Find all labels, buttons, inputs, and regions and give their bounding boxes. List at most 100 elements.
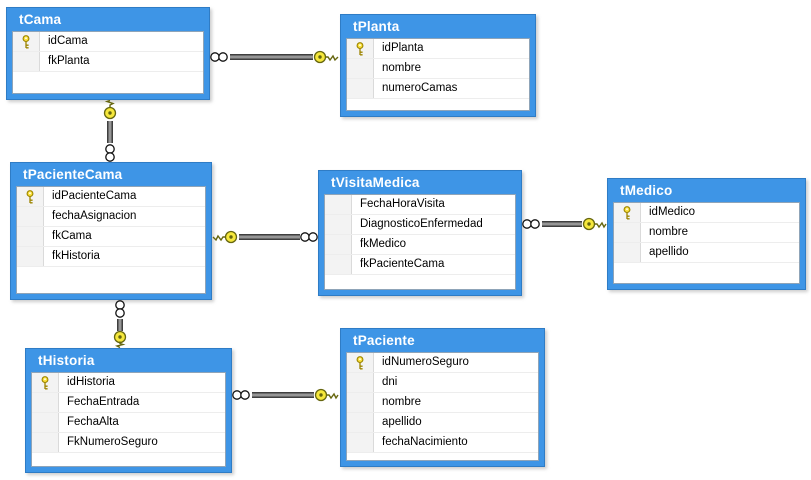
- relationship-tHistoria-tPacienteCama[interactable]: [110, 300, 130, 348]
- table-row[interactable]: fkPacienteCama: [325, 255, 515, 275]
- table-row[interactable]: fechaNacimiento: [347, 433, 538, 453]
- row-selector[interactable]: [32, 373, 59, 392]
- table-row[interactable]: fechaAsignacion: [17, 207, 205, 227]
- table-tVisitaMedica[interactable]: tVisitaMedica FechaHoraVisita Diagnostic…: [318, 170, 522, 296]
- table-row[interactable]: FechaAlta: [32, 413, 225, 433]
- table-row[interactable]: DiagnosticoEnfermedad: [325, 215, 515, 235]
- table-row[interactable]: numeroCamas: [347, 79, 529, 99]
- row-selector[interactable]: [32, 393, 59, 412]
- row-selector[interactable]: [347, 433, 374, 452]
- row-selector[interactable]: [32, 433, 59, 452]
- table-row[interactable]: nombre: [347, 393, 538, 413]
- infinity-end-icon: [522, 219, 540, 229]
- field-name: idHistoria: [67, 376, 115, 388]
- table-title[interactable]: tHistoria: [38, 353, 95, 368]
- primary-key-icon: [41, 375, 49, 389]
- table-tCama[interactable]: tCama idCama fkPlanta: [6, 7, 210, 100]
- table-title[interactable]: tPaciente: [353, 333, 415, 348]
- table-row[interactable]: idCama: [13, 32, 203, 52]
- table-row[interactable]: fkHistoria: [17, 247, 205, 267]
- row-selector[interactable]: [325, 255, 352, 274]
- table-title[interactable]: tCama: [19, 12, 62, 27]
- relationship-tCama-tPacienteCama[interactable]: [100, 100, 120, 162]
- row-selector[interactable]: [347, 59, 374, 78]
- field-name: FechaAlta: [67, 416, 119, 428]
- field-name: fkMedico: [360, 238, 407, 250]
- table-row[interactable]: idPlanta: [347, 39, 529, 59]
- field-name: DiagnosticoEnfermedad: [360, 218, 483, 230]
- table-row[interactable]: FechaHoraVisita: [325, 195, 515, 215]
- primary-key-icon: [356, 355, 364, 369]
- table-title[interactable]: tMedico: [620, 183, 673, 198]
- field-name: fkCama: [52, 230, 92, 242]
- row-selector[interactable]: [347, 373, 374, 392]
- table-row[interactable]: FechaEntrada: [32, 393, 225, 413]
- field-name: nombre: [382, 396, 421, 408]
- infinity-end-icon: [115, 300, 125, 318]
- row-selector[interactable]: [347, 393, 374, 412]
- table-row[interactable]: nombre: [614, 223, 799, 243]
- row-selector[interactable]: [13, 52, 40, 71]
- primary-key-icon: [356, 41, 364, 55]
- infinity-end-icon: [210, 52, 228, 62]
- row-selector[interactable]: [325, 235, 352, 254]
- row-selector[interactable]: [347, 79, 374, 98]
- table-row[interactable]: idHistoria: [32, 373, 225, 393]
- table-field-list: idMedico nombre apellido: [613, 202, 800, 284]
- infinity-end-icon: [105, 144, 115, 162]
- table-field-list: FechaHoraVisita DiagnosticoEnfermedad fk…: [324, 194, 516, 290]
- relationship-tMedico-tVisitaMedica[interactable]: [522, 214, 607, 234]
- table-row[interactable]: apellido: [614, 243, 799, 263]
- field-name: idMedico: [649, 206, 696, 218]
- row-selector[interactable]: [347, 353, 374, 372]
- table-title[interactable]: tPacienteCama: [23, 167, 123, 182]
- table-tHistoria[interactable]: tHistoria idHistoria FechaEntrada Fecha: [25, 348, 232, 473]
- key-end-icon: [212, 230, 238, 244]
- row-selector[interactable]: [17, 207, 44, 226]
- infinity-end-icon: [232, 390, 250, 400]
- relationship-tPlanta-tCama[interactable]: [210, 47, 340, 67]
- table-row[interactable]: FkNumeroSeguro: [32, 433, 225, 453]
- table-row[interactable]: apellido: [347, 413, 538, 433]
- field-name: fkPacienteCama: [360, 258, 445, 270]
- row-selector[interactable]: [614, 223, 641, 242]
- field-name: fechaNacimiento: [382, 436, 468, 448]
- field-name: nombre: [649, 226, 688, 238]
- table-row[interactable]: fkPlanta: [13, 52, 203, 72]
- table-field-list: idNumeroSeguro dni nombre apellido fecha…: [346, 352, 539, 461]
- table-title[interactable]: tPlanta: [353, 19, 400, 34]
- table-row[interactable]: idPacienteCama: [17, 187, 205, 207]
- table-row[interactable]: fkCama: [17, 227, 205, 247]
- table-row[interactable]: nombre: [347, 59, 529, 79]
- field-name: fechaAsignacion: [52, 210, 137, 222]
- relationship-tPacienteCama-tVisitaMedica[interactable]: [212, 227, 318, 247]
- table-tPaciente[interactable]: tPaciente idNumeroSeguro dni nombre: [340, 328, 545, 467]
- row-selector[interactable]: [347, 413, 374, 432]
- table-tPlanta[interactable]: tPlanta idPlanta nombre numeroCamas: [340, 14, 536, 117]
- field-name: apellido: [382, 416, 422, 428]
- relationship-tPaciente-tHistoria[interactable]: [232, 385, 340, 405]
- field-name: idNumeroSeguro: [382, 356, 469, 368]
- row-selector[interactable]: [325, 195, 352, 214]
- table-tMedico[interactable]: tMedico idMedico nombre apellido: [607, 178, 806, 290]
- row-selector[interactable]: [17, 187, 44, 206]
- row-selector[interactable]: [325, 215, 352, 234]
- field-name: idCama: [48, 35, 88, 47]
- key-end-icon: [582, 217, 607, 231]
- table-row[interactable]: dni: [347, 373, 538, 393]
- table-title[interactable]: tVisitaMedica: [331, 175, 420, 190]
- field-name: idPlanta: [382, 42, 424, 54]
- row-selector[interactable]: [17, 247, 44, 266]
- row-selector[interactable]: [17, 227, 44, 246]
- row-selector[interactable]: [614, 243, 641, 262]
- table-row[interactable]: idMedico: [614, 203, 799, 223]
- table-tPacienteCama[interactable]: tPacienteCama idPacienteCama fechaAsigna…: [10, 162, 212, 300]
- row-selector[interactable]: [13, 32, 40, 51]
- table-row[interactable]: fkMedico: [325, 235, 515, 255]
- row-selector[interactable]: [32, 413, 59, 432]
- row-selector[interactable]: [614, 203, 641, 222]
- table-row[interactable]: idNumeroSeguro: [347, 353, 538, 373]
- field-name: FkNumeroSeguro: [67, 436, 158, 448]
- row-selector[interactable]: [347, 39, 374, 58]
- key-end-icon: [103, 100, 117, 120]
